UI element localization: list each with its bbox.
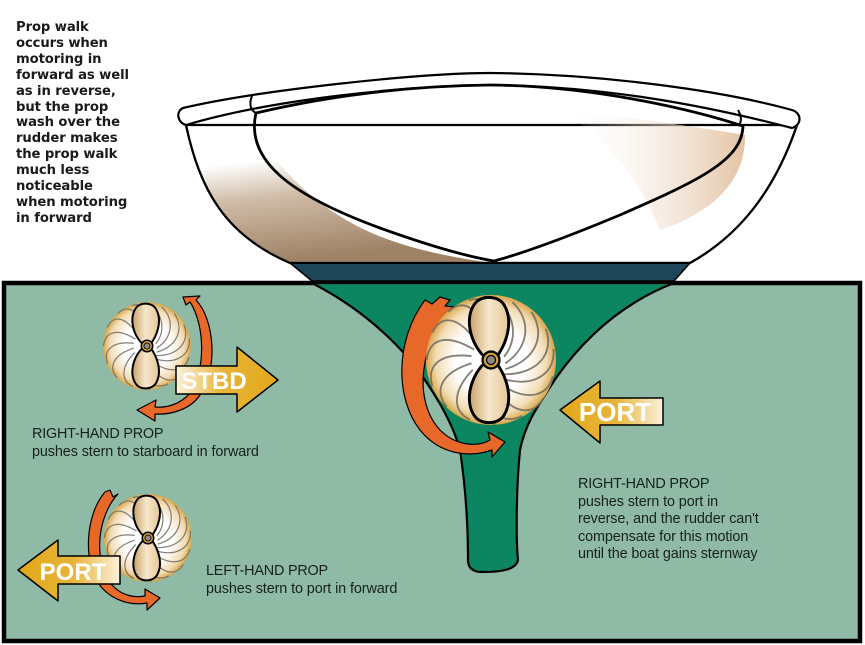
rotation-arrow-center [401, 296, 506, 458]
stbd-arrow: STBD [175, 346, 279, 413]
caption-right-hand-forward: RIGHT-HAND PROP pushes stern to starboar… [32, 426, 259, 461]
port-arrow-right-label: PORT [579, 397, 651, 427]
boot-stripe [287, 262, 692, 282]
port-arrow-left-label: PORT [40, 559, 107, 586]
stbd-arrow-label: STBD [181, 368, 246, 395]
propeller-icon [424, 293, 558, 427]
intro-line: when motoring [16, 194, 128, 210]
intro-line: but the prop [16, 99, 109, 115]
intro-line: in forward [16, 210, 92, 226]
intro-line: Prop walk [16, 20, 89, 35]
caption-heading: LEFT-HAND PROP [206, 563, 328, 579]
intro-line: noticeable [16, 179, 93, 195]
intro-line: motoring in [16, 51, 102, 67]
intro-line: wash over the [16, 115, 120, 131]
cockpit-line-left [249, 95, 257, 114]
center-propeller [401, 293, 558, 458]
intro-line: much less [16, 163, 90, 179]
hull-shade-right [560, 110, 746, 230]
intro-line: occurs when [16, 35, 108, 51]
port-arrow-left: PORT [17, 539, 121, 602]
caption-line: pushes stern to port in [578, 493, 719, 510]
deck-rail [177, 71, 801, 130]
intro-text: Prop walk occurs when motoring in forwar… [16, 20, 166, 227]
caption-right-hand-reverse: RIGHT-HAND PROP pushes stern to port in … [578, 476, 759, 564]
caption-heading: RIGHT-HAND PROP [578, 476, 710, 492]
hull-chine [253, 83, 745, 263]
intro-line: forward as well [16, 67, 129, 83]
caption-line: reverse, and the rudder can't [578, 511, 759, 527]
hull-shade-left [188, 128, 492, 263]
caption-body: pushes stern to starboard in forward [32, 443, 259, 460]
caption-line: until the boat gains sternway [578, 546, 758, 562]
intro-line: the prop walk [16, 147, 118, 163]
intro-line: rudder makes [16, 131, 118, 147]
caption-left-hand-forward: LEFT-HAND PROP pushes stern to port in f… [206, 563, 397, 598]
boat-hull [177, 71, 801, 282]
caption-line: compensate for this motion [578, 528, 749, 545]
caption-heading: RIGHT-HAND PROP [32, 426, 164, 442]
caption-body: pushes stern to port in forward [206, 580, 398, 597]
port-arrow-right: PORT [559, 380, 664, 444]
intro-line: as in reverse, [16, 83, 116, 99]
